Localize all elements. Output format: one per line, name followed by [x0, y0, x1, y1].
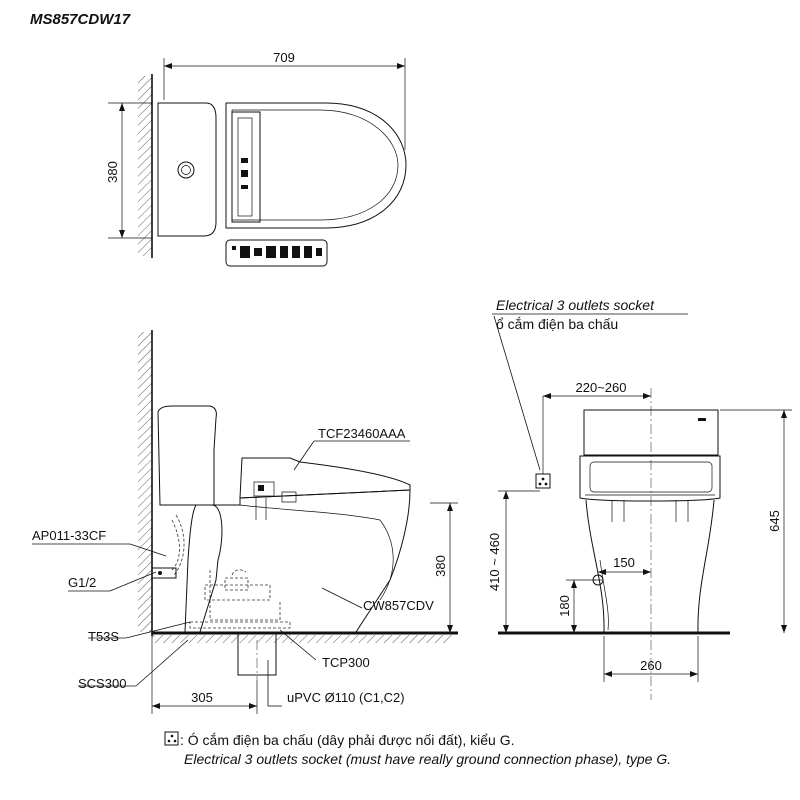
dimension-150: 150	[598, 555, 651, 575]
seat-hinge-unit	[231, 111, 261, 223]
label-inlet: G1/2	[68, 575, 96, 590]
inlet-valve	[151, 567, 177, 579]
top-view: 709 380	[105, 50, 407, 267]
floor-hatch-side	[152, 635, 452, 643]
dimension-380-top: 380	[105, 102, 152, 239]
dimension-380-side: 380	[430, 502, 458, 633]
legend-socket-icon	[164, 731, 179, 746]
legend-line-en: Electrical 3 outlets socket (must have r…	[184, 751, 671, 767]
tank-side	[157, 405, 217, 506]
tank-top	[157, 102, 217, 237]
label-flange: TCP300	[322, 655, 370, 670]
wall-hatch-side	[138, 332, 152, 632]
dim-709-label: 709	[273, 50, 295, 65]
flange-hidden	[189, 621, 291, 629]
model-title: MS857CDW17	[30, 11, 131, 28]
lid-top	[225, 102, 407, 229]
socket-leader	[493, 315, 541, 471]
bowl-curve	[239, 504, 394, 601]
front-view: Electrical 3 outlets socket ổ cắm điện b…	[487, 297, 792, 700]
legend: : Ó cắm điện ba chấu (dây phải được nối …	[164, 731, 671, 767]
upvc-pipe	[237, 633, 277, 676]
dim-645-label: 645	[767, 510, 782, 532]
label-fill-valve: AP011-33CF	[32, 528, 106, 543]
side-view: 380 305 TCF23460AAA AP011-33CF G1/2 T53S	[32, 330, 458, 714]
trapway-side	[184, 504, 223, 633]
leader-labels-side: TCF23460AAA AP011-33CF G1/2 T53S SCS300 …	[32, 426, 434, 707]
dim-260-label: 260	[640, 658, 662, 673]
flush-button-inner	[181, 165, 191, 175]
label-flapper: T53S	[88, 629, 119, 644]
dim-180-label: 180	[557, 595, 572, 617]
remote-control	[225, 239, 328, 267]
washlet-seat-side	[239, 457, 411, 499]
label-pipe: uPVC Ø110 (C1,C2)	[287, 690, 405, 705]
dimension-180: 180	[557, 579, 596, 633]
dim-410-460-label: 410 ~ 460	[487, 533, 502, 591]
dim-150-label: 150	[613, 555, 635, 570]
lid-inner	[231, 109, 399, 221]
tank-front	[583, 409, 719, 456]
socket-symbol	[535, 473, 551, 489]
dimension-260: 260	[603, 636, 699, 682]
flush-button	[177, 161, 195, 179]
legend-line-vi: : Ó cắm điện ba chấu (dây phải được nối …	[180, 732, 515, 748]
dimension-645: 645	[720, 409, 792, 633]
trap-hidden	[209, 570, 281, 621]
label-seat-model: TCF23460AAA	[318, 426, 406, 441]
seat-front	[579, 455, 721, 502]
wall-hatch-top	[138, 76, 152, 256]
supply-hose-hidden	[171, 519, 180, 571]
dimension-410-460: 410 ~ 460	[487, 490, 540, 633]
socket-label-vi: ổ cắm điện ba chấu	[496, 316, 618, 332]
dim-380-top-label: 380	[105, 161, 120, 183]
label-supply: SCS300	[78, 676, 126, 691]
dim-380-side-label: 380	[433, 555, 448, 577]
dimension-709: 709	[163, 50, 406, 150]
socket-label-en: Electrical 3 outlets socket	[496, 297, 655, 313]
bowl-front-right	[697, 499, 715, 633]
dimension-220-260: 220~260	[542, 380, 651, 474]
bowl-front-left	[585, 499, 605, 633]
dim-305-label: 305	[191, 690, 213, 705]
dim-220-260-label: 220~260	[576, 380, 627, 395]
label-bowl-model: CW857CDV	[363, 598, 434, 613]
dimension-305: 305	[151, 636, 258, 714]
